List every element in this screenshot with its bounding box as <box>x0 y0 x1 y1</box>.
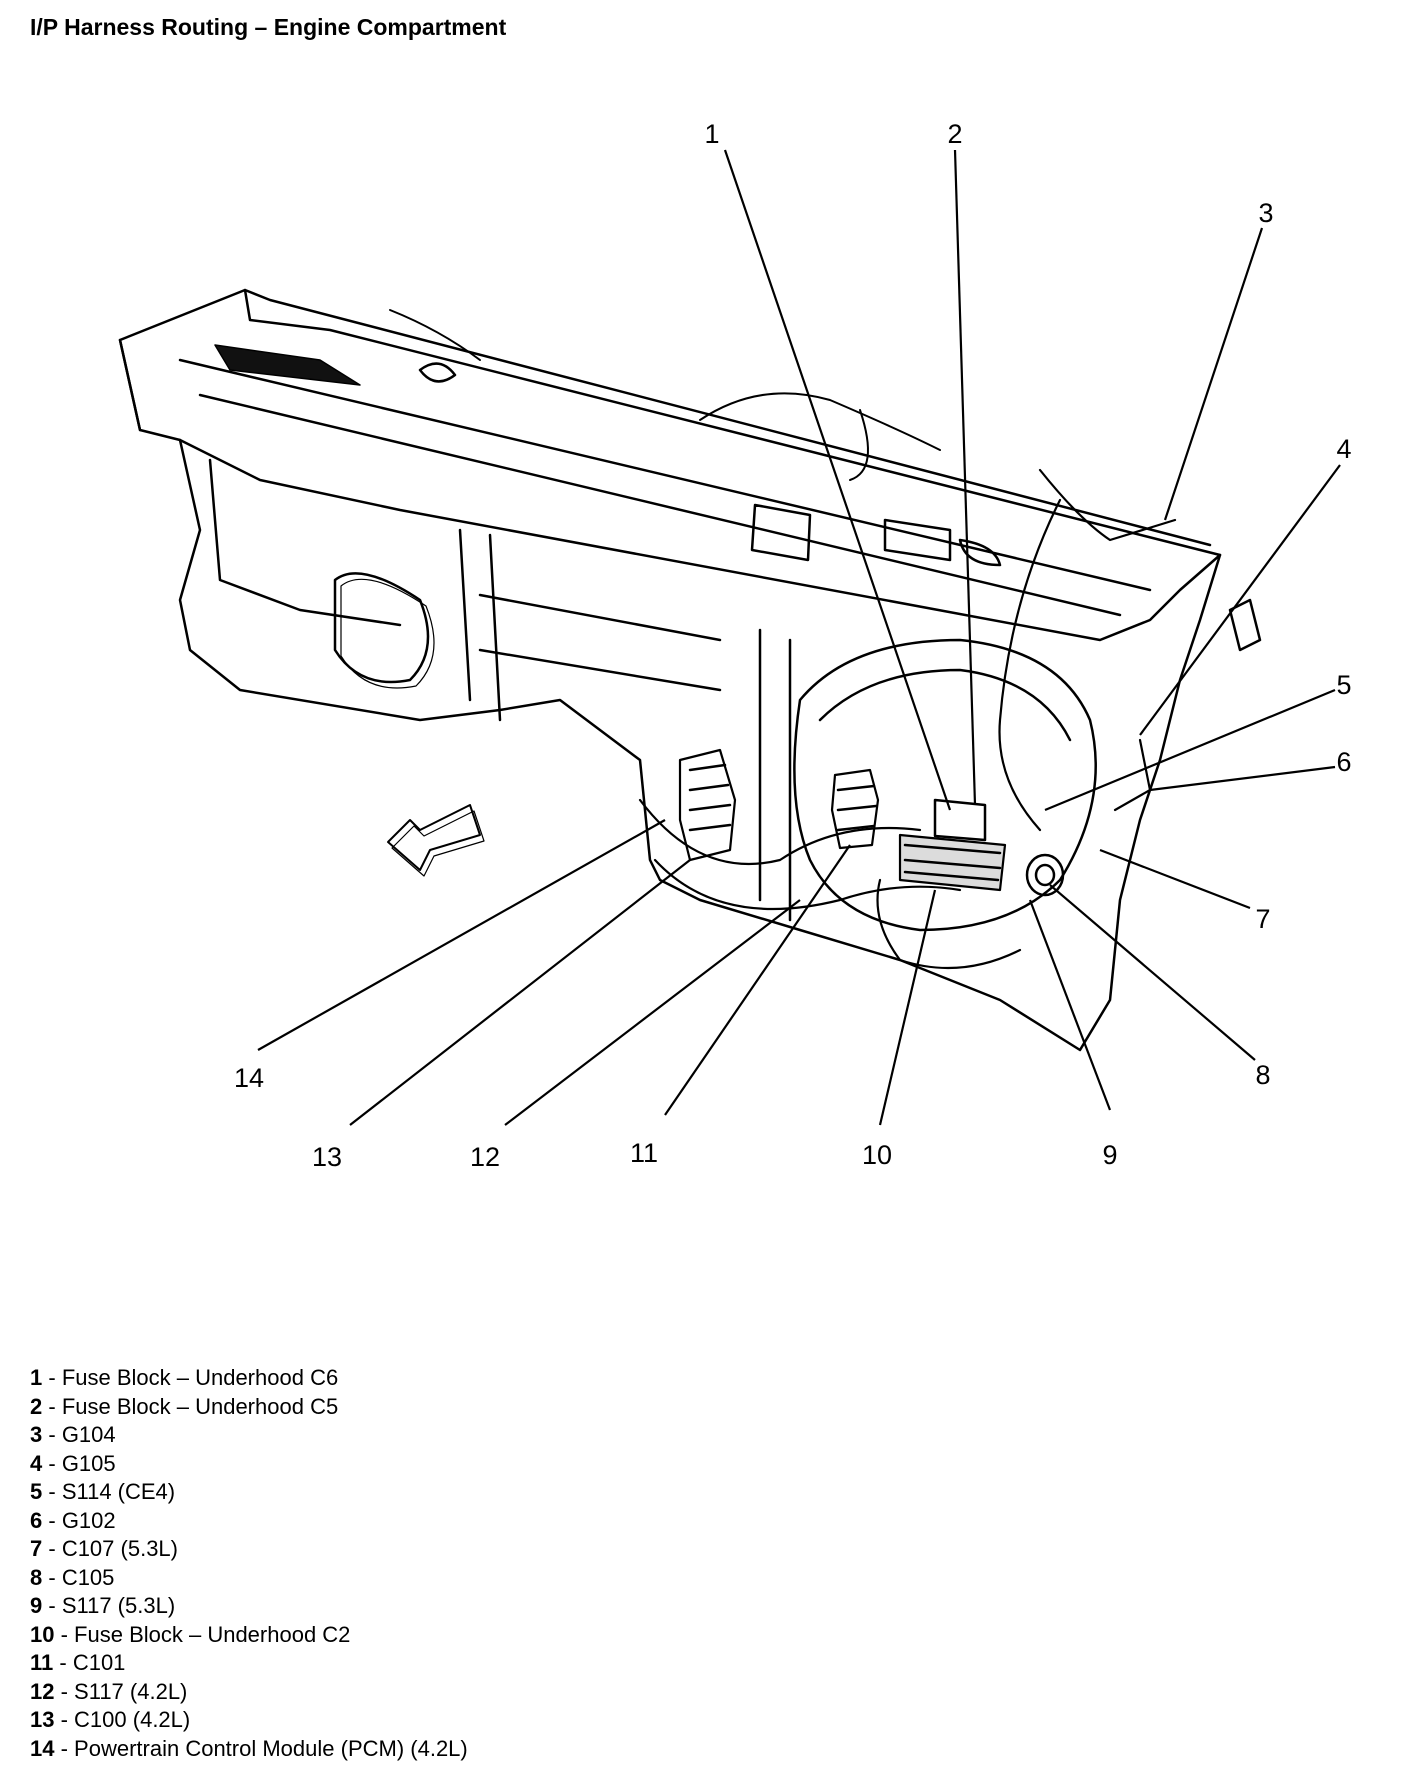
callout-12: 12 <box>470 1142 500 1172</box>
legend-item: 4 - G105 <box>30 1450 116 1476</box>
callout-13: 13 <box>312 1142 342 1172</box>
callout-6: 6 <box>1336 747 1351 777</box>
legend-item: 14 - Powertrain Control Module (PCM) (4.… <box>30 1735 468 1761</box>
legend-item: 5 - S114 (CE4) <box>30 1479 176 1504</box>
callout-3: 3 <box>1258 198 1273 228</box>
callout-5: 5 <box>1336 670 1351 700</box>
callout-numbers: 1 2 3 4 5 6 7 8 9 10 11 12 13 14 <box>234 119 1352 1172</box>
callout-11: 11 <box>630 1138 658 1168</box>
callout-7: 7 <box>1255 904 1270 934</box>
legend-item: 9 - S117 (5.3L) <box>30 1593 176 1618</box>
callout-2: 2 <box>947 119 962 149</box>
diagram-title: I/P Harness Routing – Engine Compartment <box>30 14 507 40</box>
vehicle-body-drawing <box>118 288 1262 1052</box>
legend-item: 2 - Fuse Block – Underhood C5 <box>30 1393 339 1419</box>
callout-8: 8 <box>1255 1060 1270 1090</box>
callout-10: 10 <box>862 1140 892 1170</box>
legend-item: 10 - Fuse Block – Underhood C2 <box>30 1621 351 1647</box>
legend-item: 3 - G104 <box>30 1422 116 1447</box>
legend-item: 13 - C100 (4.2L) <box>30 1707 191 1732</box>
harness-routing-illustration: 1 2 3 4 5 6 7 8 9 10 11 12 13 14 <box>118 119 1352 1172</box>
callout-9: 9 <box>1102 1140 1117 1170</box>
legend-item: 11 - C101 <box>30 1650 126 1675</box>
component-legend: 1 - Fuse Block – Underhood C6 2 - Fuse B… <box>30 1364 468 1763</box>
callout-4: 4 <box>1336 434 1351 464</box>
legend-item: 7 - C107 (5.3L) <box>30 1536 178 1561</box>
callout-leader-lines <box>257 149 1341 1126</box>
legend-item: 8 - C105 <box>30 1564 115 1590</box>
legend-item: 12 - S117 (4.2L) <box>30 1678 188 1704</box>
callout-1: 1 <box>704 119 719 149</box>
legend-item: 1 - Fuse Block – Underhood C6 <box>30 1365 339 1390</box>
legend-item: 6 - G102 <box>30 1507 116 1533</box>
callout-14: 14 <box>234 1063 264 1093</box>
